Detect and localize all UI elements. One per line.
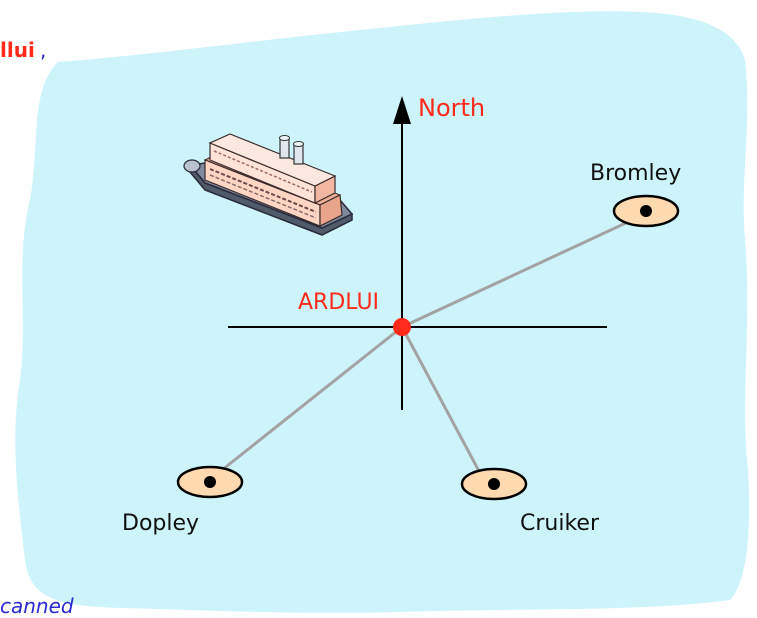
observer-label-bromley: Bromley (590, 161, 682, 186)
sightline-dopley (221, 325, 403, 472)
sightline-cruiker (400, 326, 482, 474)
eye-icon-bromley (612, 194, 680, 228)
bottom-text-fragment: canned (0, 594, 74, 618)
observer-label-cruiker: Cruiker (520, 511, 599, 536)
eye-icon-dopley (176, 465, 244, 499)
north-arrowhead (393, 96, 411, 124)
ardlui-point (393, 318, 411, 336)
north-label: North (418, 94, 486, 122)
ardlui-label: ARDLUI (298, 290, 380, 315)
top-text-comma: , (40, 38, 47, 62)
sightline-bromley (401, 220, 629, 329)
sea-area (15, 11, 750, 613)
top-text-fragment: llui (0, 38, 35, 62)
observer-label-dopley: Dopley (122, 511, 200, 536)
eye-icon-cruiker (460, 467, 528, 501)
ferry-icon (183, 133, 354, 236)
